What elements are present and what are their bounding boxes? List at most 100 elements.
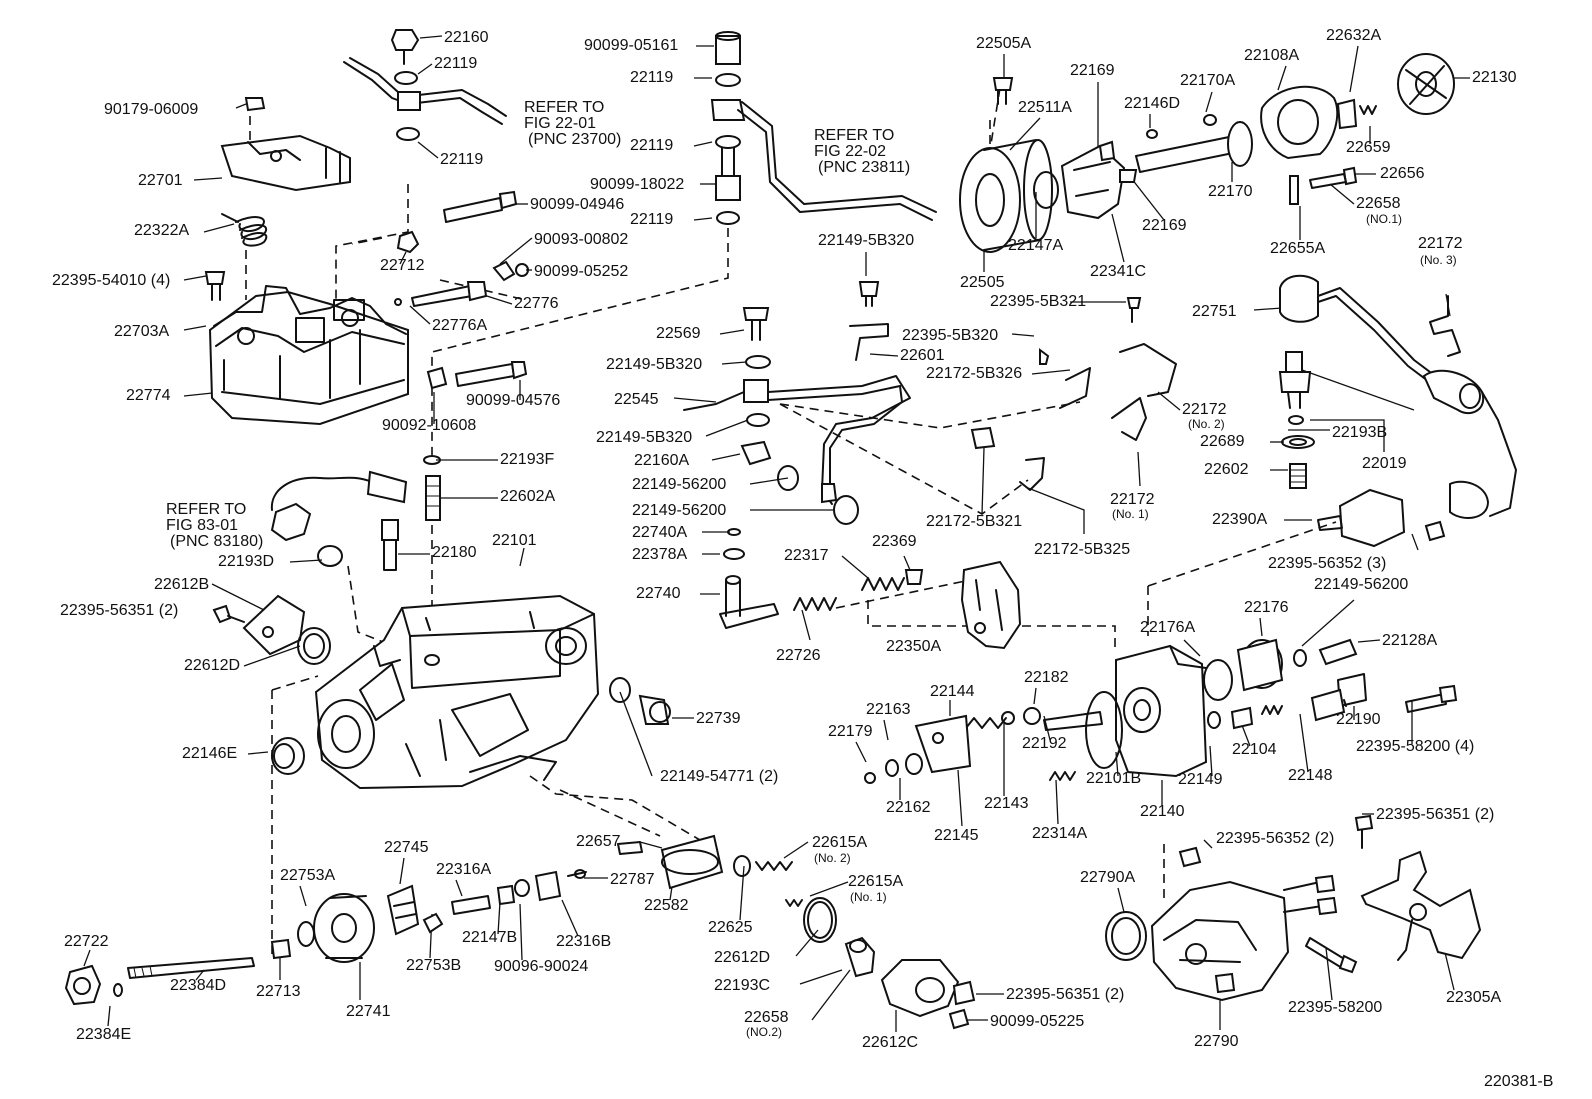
reference-note-line: FIG 83-01 <box>166 517 238 534</box>
part-shapes <box>64 29 1517 1030</box>
part-number-label: 22656 <box>1380 165 1425 182</box>
part-number-label: 22745 <box>384 839 429 856</box>
part-number-label: 22615A <box>848 873 903 890</box>
part-number-label: 22787 <box>610 871 655 888</box>
part-number-label: 22615A <box>812 834 867 851</box>
part-number-label: 22149-56200 <box>632 502 726 519</box>
part-number-label: 22172-5B326 <box>926 365 1022 382</box>
part-number-label: 22148 <box>1288 767 1333 784</box>
part-number-label: 22505A <box>976 35 1031 52</box>
part-number-label: 22119 <box>440 151 483 168</box>
part-number-label: 22545 <box>614 391 659 408</box>
part-number-label: 22149-56200 <box>1314 576 1408 593</box>
part-number-label: 22625 <box>708 919 753 936</box>
part-number-label: 22314A <box>1032 825 1087 842</box>
part-number-label: 22305A <box>1446 989 1501 1006</box>
part-number-label: 22753A <box>280 867 335 884</box>
part-number-label: 22193F <box>500 451 554 468</box>
part-number-label: 22146E <box>182 745 237 762</box>
part-number-label: 22119 <box>630 137 673 154</box>
part-number-label: 22369 <box>872 533 917 550</box>
part-number-label: 90093-00802 <box>534 231 628 248</box>
part-number-label: 22395-56352 (2) <box>1216 830 1334 847</box>
part-number-label: 22582 <box>644 897 689 914</box>
part-number-label: 90099-05225 <box>990 1013 1084 1030</box>
part-number-label: 22163 <box>866 701 911 718</box>
part-number-label: 90092-10608 <box>382 417 476 434</box>
part-number-label: 22395-58200 (4) <box>1356 738 1474 755</box>
part-number-label: 22149-54771 (2) <box>660 768 778 785</box>
part-number-label: 22395-54010 (4) <box>52 272 170 289</box>
part-number-label: 22612D <box>714 949 770 966</box>
part-note-label: (No. 2) <box>814 851 851 865</box>
part-number-label: 22147B <box>462 929 517 946</box>
part-number-label: 22713 <box>256 983 301 1000</box>
part-number-label: 22658 <box>1356 195 1401 212</box>
part-number-label: 22657 <box>576 833 621 850</box>
part-number-label: 22180 <box>432 544 477 561</box>
part-number-label: 22395-5B320 <box>902 327 998 344</box>
part-number-label: 22170A <box>1180 72 1235 89</box>
part-number-label: 90099-05161 <box>584 37 678 54</box>
part-number-label: 22751 <box>1192 303 1237 320</box>
part-number-label: 22143 <box>984 795 1029 812</box>
reference-note-line: REFER TO <box>166 501 246 518</box>
part-number-label: 22341C <box>1090 263 1146 280</box>
part-number-label: 22140 <box>1140 803 1185 820</box>
part-number-label: 22104 <box>1232 741 1277 758</box>
part-number-label: 90099-04946 <box>530 196 624 213</box>
part-number-label: 22019 <box>1362 455 1407 472</box>
part-number-label: 22182 <box>1024 669 1069 686</box>
part-number-label: 22395-56351 (2) <box>1376 806 1494 823</box>
part-note-label: (No. 1) <box>1112 507 1149 521</box>
part-number-label: 22119 <box>434 55 477 72</box>
part-number-label: 22722 <box>64 933 109 950</box>
part-number-label: 22726 <box>776 647 821 664</box>
part-number-label: 22659 <box>1346 139 1391 156</box>
part-number-label: 22119 <box>630 211 673 228</box>
part-note-label: (No. 2) <box>1188 417 1225 431</box>
part-number-label: 22144 <box>930 683 975 700</box>
part-note-label: (NO.2) <box>746 1025 782 1039</box>
part-number-label: 22378A <box>632 546 687 563</box>
part-note-label: (No. 3) <box>1420 253 1457 267</box>
part-number-label: 22172-5B321 <box>926 513 1022 530</box>
part-number-label: 22740 <box>636 585 681 602</box>
part-number-label: 22395-56352 (3) <box>1268 555 1386 572</box>
part-number-label: 22776A <box>432 317 487 334</box>
part-number-label: 22658 <box>744 1009 789 1026</box>
part-number-label: 22612C <box>862 1034 918 1051</box>
reference-note-line: FIG 22-02 <box>814 143 886 160</box>
part-number-label: 220381-B <box>1484 1073 1553 1090</box>
part-number-label: 22655A <box>1270 240 1325 257</box>
part-number-label: 22176A <box>1140 619 1195 636</box>
part-number-label: 22149-5B320 <box>606 356 702 373</box>
reference-note-line: (PNC 23700) <box>528 131 621 148</box>
part-number-label: 22172 <box>1182 401 1227 418</box>
part-number-label: 22511A <box>1018 99 1072 116</box>
part-number-label: 22101B <box>1086 770 1141 787</box>
part-number-label: 90099-04576 <box>466 392 560 409</box>
part-number-label: 90099-05252 <box>534 263 628 280</box>
part-number-label: 22712 <box>380 257 425 274</box>
part-number-label: 22790A <box>1080 869 1135 886</box>
part-number-label: 22739 <box>696 710 741 727</box>
part-number-label: 22172-5B325 <box>1034 541 1130 558</box>
part-number-label: 22170 <box>1208 183 1253 200</box>
part-number-label: 22601 <box>900 347 945 364</box>
part-number-label: 22395-5B321 <box>990 293 1086 310</box>
part-number-label: 22190 <box>1336 711 1381 728</box>
part-number-label: 22505 <box>960 274 1005 291</box>
part-number-label: 22322A <box>134 222 189 239</box>
part-number-label: 22162 <box>886 799 931 816</box>
part-number-label: 22149-5B320 <box>818 232 914 249</box>
part-number-label: 22108A <box>1244 47 1299 64</box>
part-number-label: 22169 <box>1142 217 1187 234</box>
part-number-label: 90179-06009 <box>104 101 198 118</box>
part-number-label: 22145 <box>934 827 979 844</box>
part-note-label: (No. 1) <box>850 890 887 904</box>
part-number-label: 22149-56200 <box>632 476 726 493</box>
